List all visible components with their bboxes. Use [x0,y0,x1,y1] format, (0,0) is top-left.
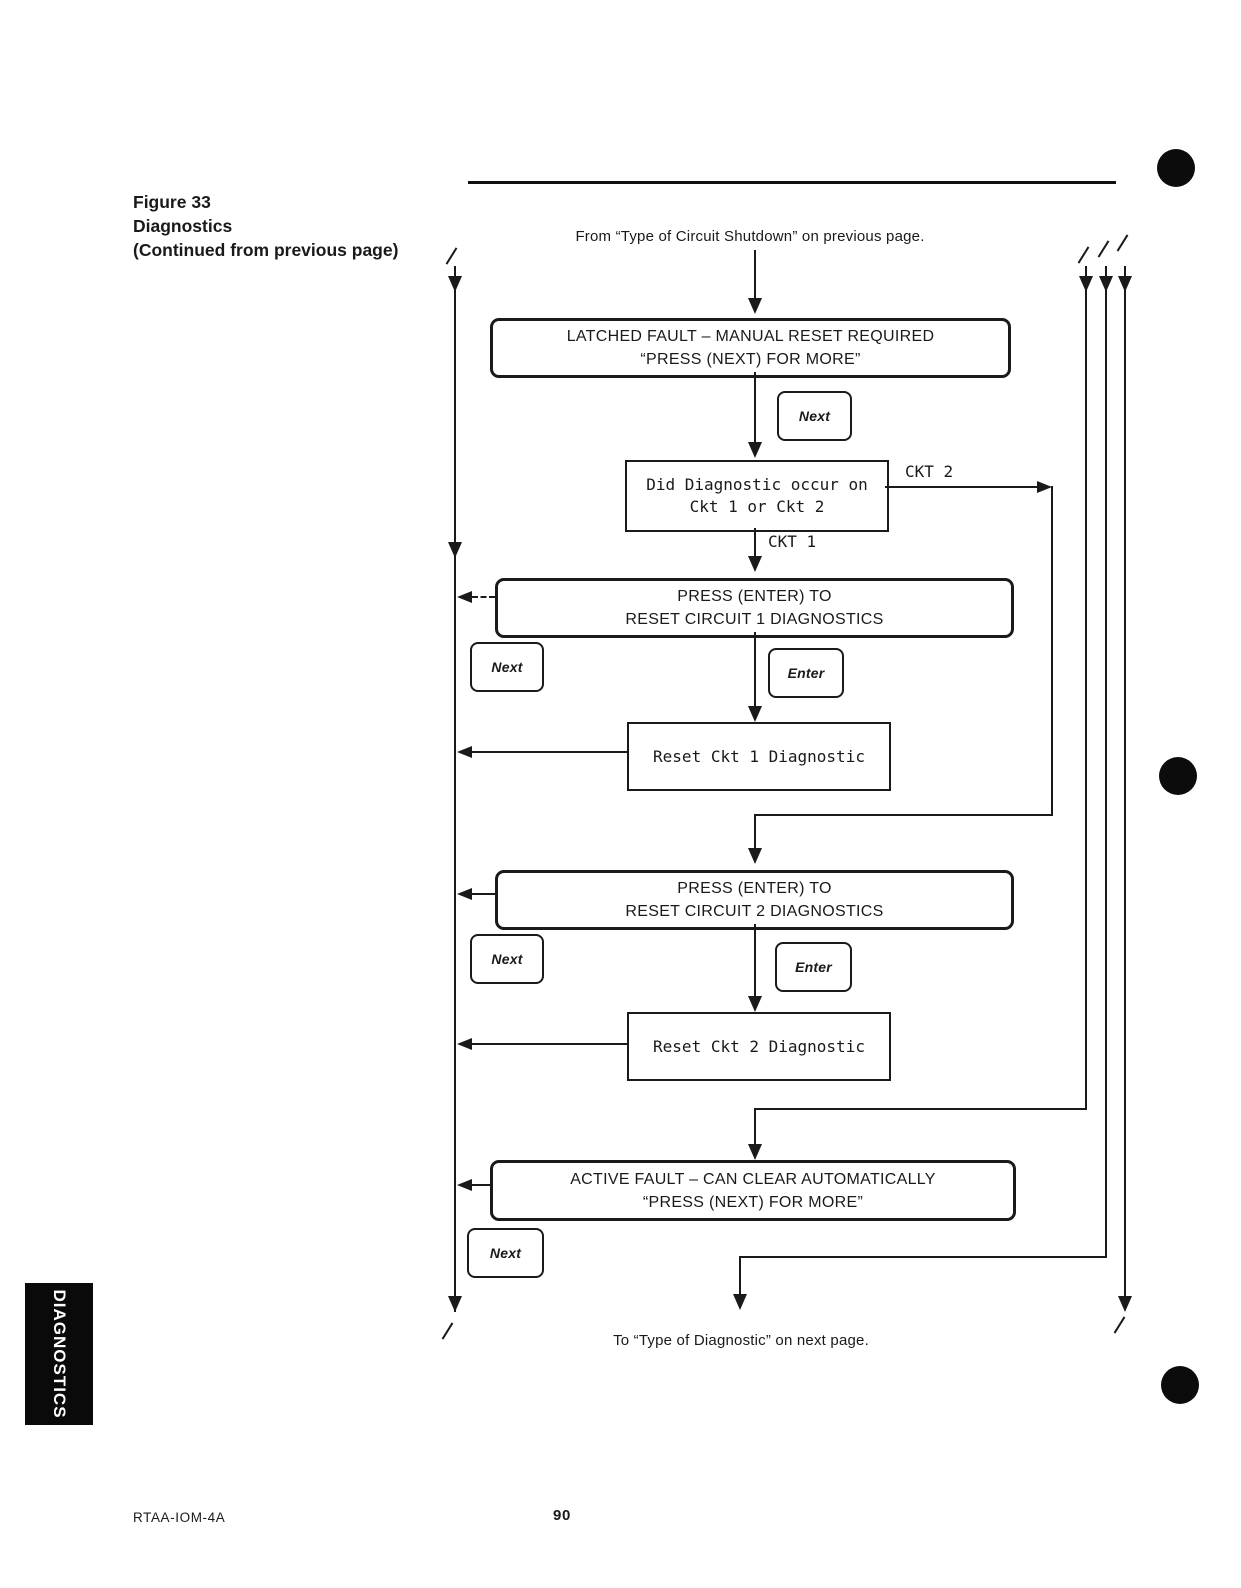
node-press-enter-ckt2-line1: PRESS (ENTER) TO [677,880,832,897]
binder-dot-bottom [1161,1366,1199,1404]
footer-doc-code: RTAA-IOM-4A [133,1510,226,1525]
enter-key-1: Enter [768,648,844,698]
arrowhead-ckt2-branch [1037,481,1052,493]
node-press-enter-ckt2: PRESS (ENTER) TO RESET CIRCUIT 2 DIAGNOS… [495,870,1014,930]
node-latched-fault-line1: LATCHED FAULT – MANUAL RESET REQUIRED [566,328,935,345]
footer-page-number: 90 [553,1507,571,1524]
binder-dot-middle [1159,757,1197,795]
node-press-enter-ckt1: PRESS (ENTER) TO RESET CIRCUIT 1 DIAGNOS… [495,578,1014,638]
arrowhead-into-reset1 [748,706,762,722]
page-break-mark-left-bottom [441,1322,454,1340]
branch-label-ckt1: CKT 1 [766,532,819,551]
next-key-4: Next [467,1228,544,1278]
node-decision-line2: Ckt 1 or Ckt 2 [689,497,825,516]
arrowhead-reset2-to-rail [457,1038,472,1050]
arrowhead-exit [733,1294,747,1310]
figure-title-line3: (Continued from previous page) [133,240,399,260]
node-press-enter-ckt1-line1: PRESS (ENTER) TO [677,588,832,605]
connector-latched-to-decision [754,372,756,444]
connector-right-rail-b [1105,266,1107,1258]
arrowhead-rail-c-top [1118,276,1132,292]
connector-entry [754,250,756,300]
node-decision-line1: Did Diagnostic occur on [646,475,868,494]
arrowhead-into-active [748,1144,762,1160]
page-break-mark-rail-a [1077,246,1090,264]
node-active-fault: ACTIVE FAULT – CAN CLEAR AUTOMATICALLY “… [490,1160,1016,1221]
node-latched-fault: LATCHED FAULT – MANUAL RESET REQUIRED “P… [490,318,1011,378]
diagnostics-side-tab: DIAGNOSTICS [25,1283,93,1425]
connector-active-to-rail [472,1184,490,1186]
connector-rail-a-elbow [754,1108,1087,1110]
to-next-page-note: To “Type of Diagnostic” on next page. [613,1332,869,1349]
node-latched-fault-line2: “PRESS (NEXT) FOR MORE” [640,351,861,368]
page-break-mark-rail-b [1097,240,1110,258]
connector-reset1-to-rail [470,751,627,753]
figure-title-line2: Diagnostics [133,216,233,236]
arrowhead-into-reset2 [748,996,762,1012]
arrowhead-reset1-to-rail [457,746,472,758]
arrowhead-entry [748,298,762,314]
connector-right-rail-a [1085,266,1087,1110]
next-key-1-label: Next [798,408,831,424]
next-key-3-label: Next [491,951,523,967]
connector-ckt2-elbow [754,814,1053,816]
arrowhead-rail-a-top [1079,276,1093,292]
connector-right-rail-c [1124,266,1126,1302]
node-reset-ckt1: Reset Ckt 1 Diagnostic [627,722,891,791]
from-previous-page-note: From “Type of Circuit Shutdown” on previ… [575,228,925,245]
arrowhead-into-decision [748,442,762,458]
figure-title: Figure 33 Diagnostics (Continued from pr… [133,190,398,262]
arrowhead-left-rail-mid [448,542,462,558]
node-reset-ckt2-label: Reset Ckt 2 Diagnostic [653,1036,865,1056]
enter-key-2: Enter [775,942,852,992]
arrowhead-into-press2 [748,848,762,864]
arrowhead-active-to-rail [457,1179,472,1191]
page-break-mark-rail-c-top [1116,234,1129,252]
connector-exit [739,1256,741,1298]
next-key-3: Next [470,934,544,984]
branch-label-ckt2: CKT 2 [903,462,956,481]
header-rule [468,181,1116,184]
arrowhead-press1-to-rail [457,591,472,603]
connector-into-active [754,1108,756,1146]
connector-ckt2-branch [885,486,1037,488]
arrowhead-press2-to-rail [457,888,472,900]
node-active-fault-line1: ACTIVE FAULT – CAN CLEAR AUTOMATICALLY [570,1170,936,1188]
node-press-enter-ckt2-line2: RESET CIRCUIT 2 DIAGNOSTICS [625,903,884,920]
arrowhead-ckt1-branch [748,556,762,572]
next-key-2-label: Next [491,659,523,675]
connector-press1-to-rail-dashed [472,596,495,598]
arrowhead-rail-b-top [1099,276,1113,292]
figure-title-line1: Figure 33 [133,192,211,212]
node-reset-ckt2: Reset Ckt 2 Diagnostic [627,1012,891,1081]
connector-reset2-to-rail [470,1043,627,1045]
next-key-2: Next [470,642,544,692]
connector-press1-to-reset1 [754,632,756,708]
next-key-1: Next [777,391,852,441]
enter-key-1-label: Enter [787,665,825,681]
arrowhead-left-rail-top [448,276,462,292]
page-break-mark-rail-c-bottom [1113,1316,1126,1334]
arrowhead-rail-c-bottom [1118,1296,1132,1312]
node-decision-ckt: Did Diagnostic occur on Ckt 1 or Ckt 2 [625,460,889,532]
next-key-4-label: Next [489,1245,522,1261]
node-press-enter-ckt1-line2: RESET CIRCUIT 1 DIAGNOSTICS [625,611,884,628]
connector-rail-b-elbow [739,1256,1107,1258]
connector-press2-to-reset2 [754,924,756,998]
connector-press2-to-rail [472,893,495,895]
enter-key-2-label: Enter [795,959,832,975]
binder-dot-top [1157,149,1195,187]
connector-left-rail [454,266,456,1312]
node-active-fault-line2: “PRESS (NEXT) FOR MORE” [642,1193,864,1211]
page-break-mark-left-top [445,247,458,265]
connector-ckt2-drop [1051,486,1053,816]
connector-into-press2 [754,814,756,850]
arrowhead-left-rail-bottom [448,1296,462,1312]
diagnostics-side-tab-label: DIAGNOSTICS [50,1289,69,1419]
node-reset-ckt1-label: Reset Ckt 1 Diagnostic [653,746,865,766]
connector-ckt1-branch [754,528,756,558]
